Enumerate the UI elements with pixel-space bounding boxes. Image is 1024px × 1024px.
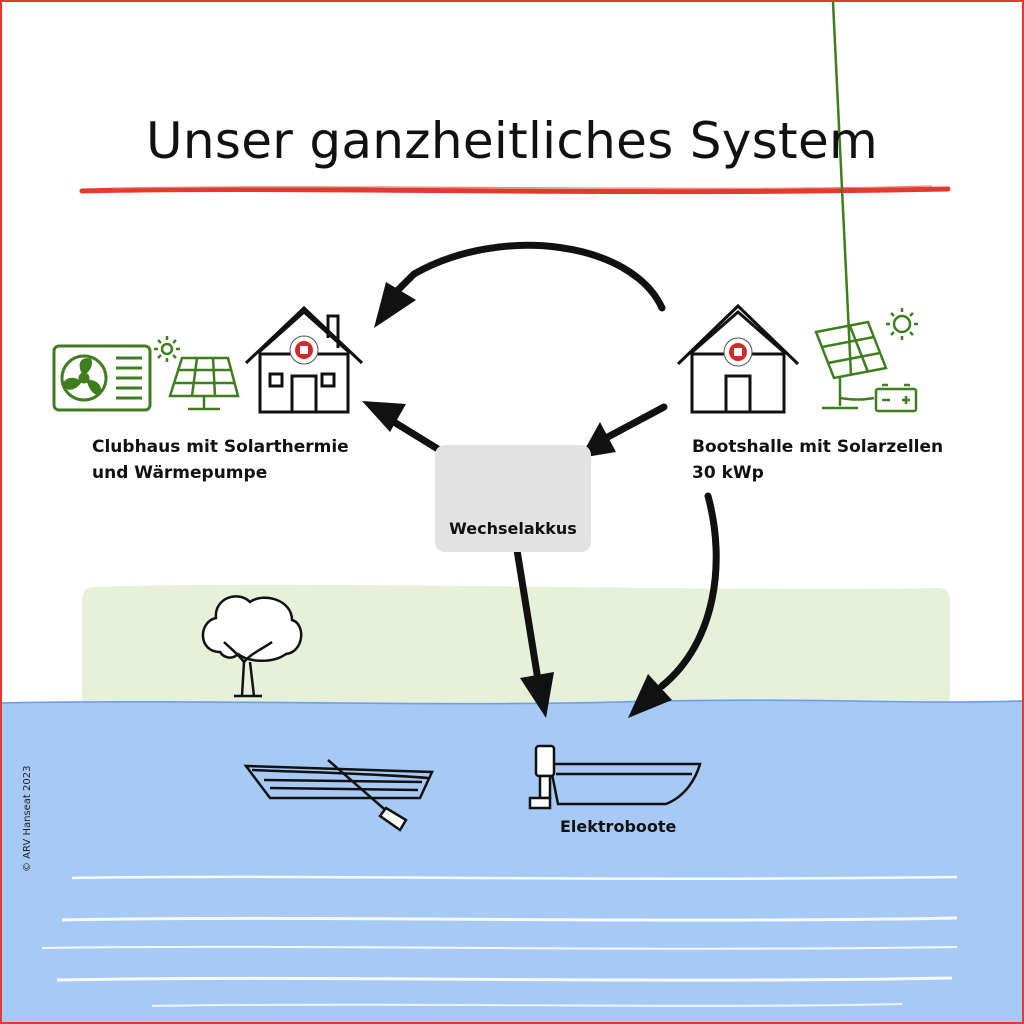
solar-panel-icon xyxy=(168,356,240,411)
storage-battery-icon xyxy=(874,383,918,413)
solar-array-icon xyxy=(814,2,888,410)
clubhaus-label-line2: und Wärmepumpe xyxy=(92,463,268,483)
electric-boat-icon xyxy=(548,762,702,806)
title-underline xyxy=(79,185,951,195)
copyright-note: © ARV Hanseat 2023 xyxy=(22,765,33,872)
arrow-halle-to-akku xyxy=(602,403,668,442)
halle-crest-icon xyxy=(723,337,753,367)
sun-icon-halle xyxy=(886,308,918,340)
heat-pump-icon xyxy=(52,344,152,412)
motor-icon xyxy=(528,744,556,810)
sun-icon xyxy=(154,336,180,362)
arrow-halle-to-boote xyxy=(658,492,720,690)
clubhaus-label-line1: Clubhaus mit Solarthermie xyxy=(92,437,349,457)
arrowhead-akku-to-clubhaus xyxy=(362,401,406,432)
akku-label: Wechselakkus xyxy=(449,519,577,538)
boote-label: Elektroboote xyxy=(560,817,677,836)
club-crest-icon xyxy=(289,335,319,365)
bootshalle-label-line1: Bootshalle mit Solarzellen xyxy=(692,437,944,457)
akku-box: Wechselakkus xyxy=(435,445,591,552)
arrow-akku-to-boote xyxy=(513,546,542,684)
arrow-halle-to-clubhaus xyxy=(394,241,666,312)
flow-arrows xyxy=(362,241,720,718)
bootshalle-label-line2: 30 kWp xyxy=(692,463,764,483)
water-area xyxy=(2,699,1022,1022)
arrowhead-akku-to-boote xyxy=(520,672,554,718)
arrowhead-halle-to-clubhaus xyxy=(374,282,416,328)
arrowhead-halle-to-boote xyxy=(628,674,672,718)
meadow-area xyxy=(82,584,950,707)
tree-icon xyxy=(201,595,303,698)
page-title: Unser ganzheitliches System xyxy=(145,112,879,170)
bootshalle-label: Bootshalle mit Solarzellen 30 kWp xyxy=(692,434,943,486)
clubhaus-label: Clubhaus mit Solarthermie und Wärmepumpe xyxy=(92,434,349,486)
oar-icon xyxy=(327,759,408,832)
bootshalle-house-icon xyxy=(676,303,800,414)
